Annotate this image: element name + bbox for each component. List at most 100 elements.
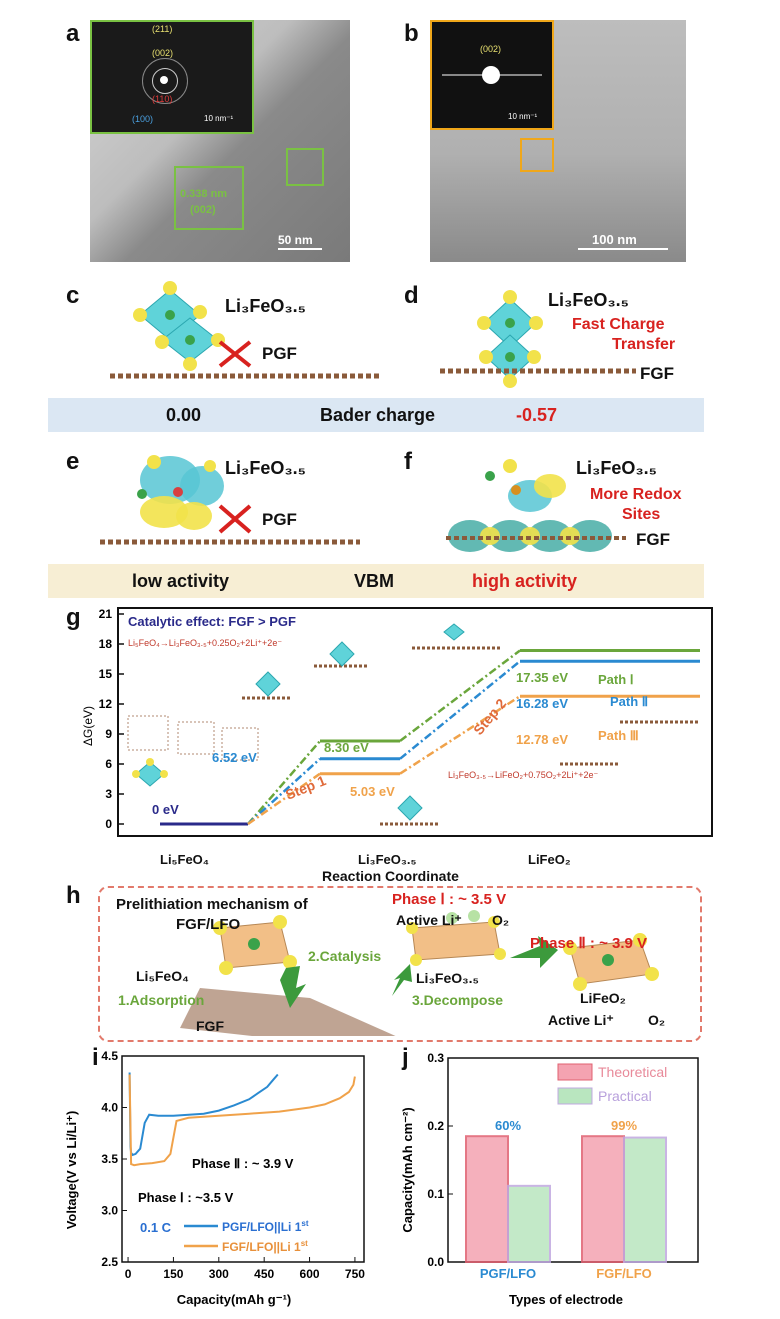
step3-decompose: 3.Decompose	[412, 992, 504, 1008]
data-label: 60%	[495, 1118, 521, 1133]
step2-catalysis: 2.Catalysis	[308, 948, 382, 964]
x-category-label: FGF/LFO	[596, 1266, 652, 1281]
panel-label-h: h	[66, 882, 81, 909]
y-tick-label: 6	[105, 757, 112, 771]
charge-density-cluster	[485, 459, 566, 512]
zoom-source-box	[520, 138, 554, 172]
panel-label-i: i	[92, 1044, 99, 1071]
curves	[128, 1072, 356, 1167]
energy-paths	[160, 649, 700, 826]
scale-bar	[578, 248, 668, 250]
diffraction-ring	[142, 58, 188, 104]
formula-f: Li₃FeO₃.₅	[576, 458, 657, 478]
axes: 0.00.10.20.3	[427, 1051, 699, 1269]
y-tick-label: 4.0	[101, 1101, 118, 1115]
o2-bottom: O₂	[648, 1012, 666, 1028]
structure-e	[100, 455, 360, 545]
x-axis-label-g: Reaction Coordinate	[322, 868, 459, 884]
step1-adsorption: 1.Adsorption	[118, 992, 205, 1008]
mechanism-title-1: Prelithiation mechanism of	[116, 896, 308, 913]
y-axis-label: ΔG(eV)	[81, 706, 95, 746]
x-tick-label: 300	[209, 1267, 229, 1281]
panel-label-j: j	[402, 1044, 409, 1071]
saed-label: (211)	[152, 24, 173, 34]
capacity-bar-chart: Capacity(mAh cm⁻²) Types of electrode 0.…	[400, 1051, 699, 1307]
lifeo2-cluster	[563, 933, 659, 991]
panel-label-c: c	[66, 282, 80, 309]
scale-bar	[278, 248, 322, 250]
note-f-1: More Redox	[590, 486, 682, 503]
legend-practical: Practical	[598, 1088, 652, 1104]
beam-center	[482, 66, 500, 84]
plot-frame	[447, 1057, 699, 1263]
category-lifeo2: LiFeO₂	[528, 852, 571, 867]
transition-step2	[399, 660, 521, 760]
saed-scale: 10 nm⁻¹	[508, 112, 538, 121]
legend-path3: Path Ⅲ	[598, 728, 639, 743]
legend-theoretical: Theoretical	[598, 1064, 667, 1080]
note-d-1: Fast Charge	[572, 316, 665, 333]
value-p3a: 5.03 eV	[350, 784, 395, 799]
formula-d: Li₃FeO₃.₅	[548, 290, 629, 310]
active-li-top: Active Li⁺	[396, 912, 462, 928]
plot-frame	[117, 607, 713, 837]
y-tick-label: 2.5	[101, 1255, 118, 1269]
y-tick-label: 18	[99, 637, 113, 651]
chart-title: Catalytic effect: FGF > PGF	[128, 614, 296, 629]
step1-label: Step 1	[283, 772, 328, 803]
mechanism-box	[98, 886, 702, 1042]
x-tick-label: 0	[125, 1267, 132, 1281]
structure-d	[440, 290, 636, 388]
equation-1: Li₅FeO₄→Li₃FeO₃.₅+0.25O₂+2Li⁺+2e⁻	[128, 638, 282, 648]
active-li-bottom: Active Li⁺	[548, 1012, 614, 1028]
li3-label: Li₃FeO₃.₅	[416, 970, 479, 986]
panel-label-b: b	[404, 20, 419, 47]
substrate-f: FGF	[636, 530, 670, 549]
annotation-rate: 0.1 C	[140, 1220, 172, 1235]
saed-inset-a: (211) (002) (110) (100) 10 nm⁻¹	[90, 20, 254, 134]
phase1-label: Phase Ⅰ : ~ 3.5 V	[392, 891, 507, 908]
note-f-2: Sites	[622, 506, 661, 523]
legend-pgf: PGF/LFO||Li 1st	[222, 1219, 309, 1234]
fgf-label: FGF	[196, 1018, 224, 1034]
tem-image-b: (002) 10 nm⁻¹ 100 nm	[430, 20, 686, 262]
equation-2: Li₃FeO₃.₅→LiFeO₂+0.75O₂+2Li⁺+2e⁻	[448, 770, 599, 780]
substrate-e: PGF	[262, 510, 297, 529]
curve-fgf	[128, 1074, 356, 1167]
li3-cluster	[406, 910, 506, 966]
y-tick-label: 3.0	[101, 1204, 118, 1218]
zoom-source-box	[286, 148, 324, 186]
y-tick-label: 15	[99, 667, 113, 681]
annotation-phase1: Phase Ⅰ : ~3.5 V	[138, 1190, 234, 1205]
y-axis-label: Voltage(V vs Li/Li⁺)	[64, 1111, 79, 1230]
x-tick-label: 450	[254, 1267, 274, 1281]
saed-inset-b: (002) 10 nm⁻¹	[430, 20, 554, 130]
value-p2b: 16.28 eV	[516, 696, 568, 711]
decorations	[127, 623, 698, 826]
lattice-plane: (002)	[190, 204, 216, 216]
o2-top: O₂	[492, 912, 510, 928]
y-tick-label: 0.2	[427, 1119, 444, 1133]
bader-band: 0.00 Bader charge -0.57	[48, 398, 704, 432]
bader-right: -0.57	[516, 404, 558, 425]
note-d-2: Transfer	[612, 336, 676, 353]
step2-label: Step 2	[470, 695, 509, 738]
transition-step2	[399, 649, 521, 742]
fgf-sheet	[180, 988, 396, 1036]
bar-theoretical	[581, 1135, 625, 1263]
zoom-box: 0.338 nm (002)	[174, 166, 244, 230]
value-p2a: 6.52 eV	[212, 750, 257, 765]
y-tick-label: 4.5	[101, 1050, 118, 1063]
legend-swatch-practical	[557, 1087, 593, 1105]
lifeo2-label: LiFeO₂	[580, 990, 626, 1006]
bader-left: 0.00	[166, 404, 202, 425]
saed-label: (100)	[132, 114, 154, 124]
y-axis-label: Capacity(mAh cm⁻²)	[400, 1107, 415, 1232]
phase2-label: Phase Ⅱ : ~ 3.9 V	[530, 935, 648, 952]
beam-center	[160, 76, 168, 84]
panel-label-a: a	[66, 20, 80, 47]
y-tick-label: 12	[99, 697, 113, 711]
